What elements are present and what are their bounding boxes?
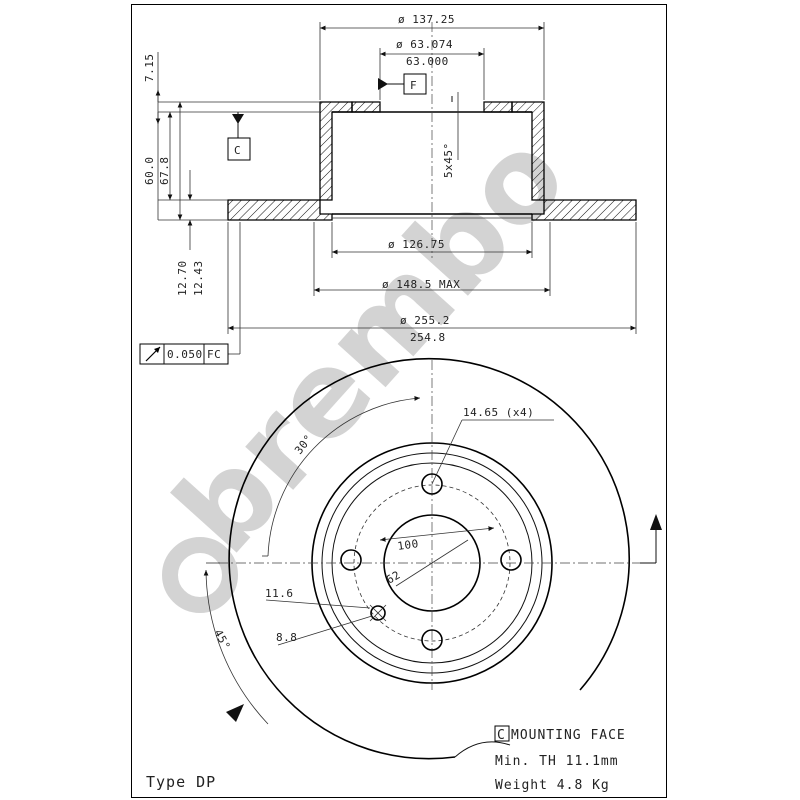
- dim-60: 60.0: [143, 157, 156, 186]
- dim-d148: ø 148.5 MAX: [382, 278, 460, 291]
- dim-d255: ø 255.2: [400, 314, 450, 327]
- section-view: ø 137.25 ø 63.074 63.000 F 5x45° C 7.15 …: [143, 13, 637, 355]
- bolt-hole: [421, 473, 443, 495]
- datum-c-label: C: [234, 144, 241, 157]
- dim-bore: 62: [384, 568, 403, 586]
- datum-c-box: [227, 137, 251, 161]
- runout-datum: FC: [207, 348, 221, 361]
- dim-d126: ø 126.75: [388, 238, 445, 251]
- section-arrow-icon: [650, 514, 662, 530]
- dim-d254: 254.8: [410, 331, 446, 344]
- dim-12-43: 12.43: [192, 260, 205, 296]
- dim-11-6: 11.6: [265, 587, 294, 600]
- type-label: Type DP: [146, 773, 216, 791]
- spec-notes: C MOUNTING FACE Min. TH 11.1mm Weight 4.…: [146, 725, 626, 793]
- runout-tolerance-frame: 0.050 FC: [139, 343, 229, 365]
- mounting-face-label: MOUNTING FACE: [511, 728, 626, 743]
- dim-d63-min: 63.000: [406, 55, 449, 68]
- datum-f-box: [403, 73, 427, 95]
- dim-8-8: 8.8: [276, 631, 297, 644]
- datum-f-label: F: [410, 79, 417, 92]
- watermark-text: brembo: [148, 107, 593, 579]
- angle-45: 45°: [211, 627, 233, 652]
- runout-value: 0.050: [167, 348, 203, 361]
- mounting-face-letter: C: [497, 728, 506, 743]
- dim-7-15: 7.15: [143, 54, 156, 83]
- bolt-hole: [500, 549, 522, 571]
- dim-pcd: 100: [397, 537, 420, 553]
- dim-d137: ø 137.25: [398, 13, 455, 26]
- bolt-hole: [421, 629, 443, 651]
- min-thickness: Min. TH 11.1mm: [495, 754, 619, 769]
- note-hole: 14.65 (x4): [463, 406, 534, 419]
- weight: Weight 4.8 Kg: [495, 778, 610, 793]
- rotation-arrow-icon: [226, 704, 244, 722]
- dim-chamfer: 5x45°: [442, 142, 455, 178]
- runout-icon: [145, 346, 161, 362]
- dim-12-70: 12.70: [176, 260, 189, 296]
- small-hole: [369, 604, 387, 622]
- dim-d63-max: ø 63.074: [396, 38, 453, 51]
- bolt-hole: [340, 549, 362, 571]
- dim-67-8: 67.8: [158, 157, 171, 186]
